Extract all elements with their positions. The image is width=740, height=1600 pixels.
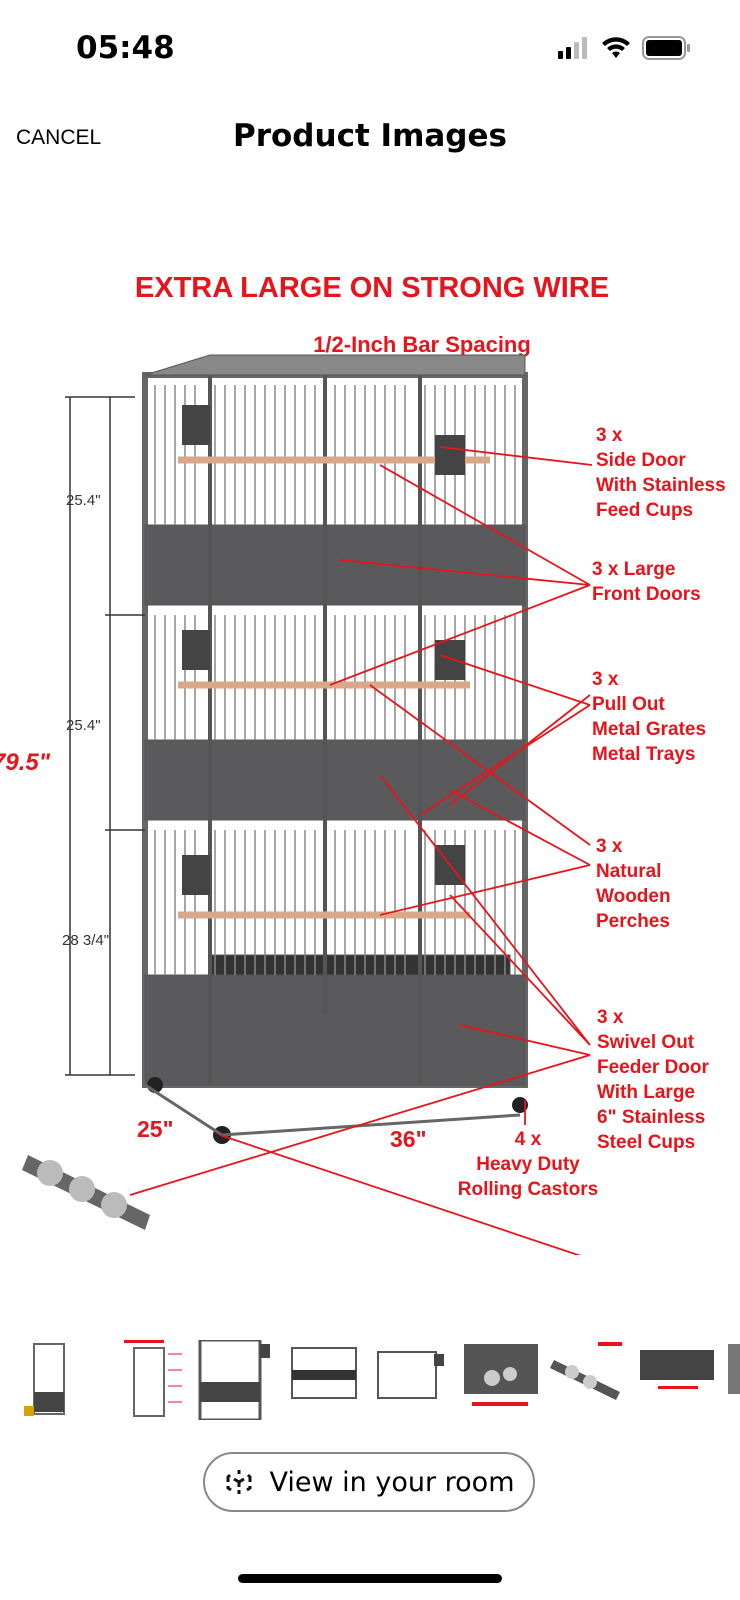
thumbnail-3[interactable] [198, 1340, 276, 1420]
dim-tier3: 28 3/4" [62, 932, 109, 949]
thumbnail-4[interactable] [286, 1340, 364, 1420]
dim-tier2: 25.4" [66, 717, 101, 734]
image-headline: EXTRA LARGE ON STRONG WIRE [135, 272, 609, 304]
thumbnail-2[interactable] [110, 1340, 188, 1420]
main-product-image[interactable]: EXTRA LARGE ON STRONG WIRE 1/2-Inch Bar … [0, 255, 740, 1260]
cage-illustration [142, 354, 528, 1144]
view-in-your-room-button[interactable]: View in your room [203, 1452, 535, 1512]
cancel-button[interactable]: CANCEL [16, 126, 102, 149]
home-indicator[interactable] [238, 1574, 502, 1583]
status-time: 05:48 [76, 30, 175, 66]
thumbnail-8[interactable] [638, 1340, 716, 1420]
dim-depth: 25" [137, 1116, 174, 1142]
wifi-icon [602, 37, 630, 58]
dim-tier1: 25.4" [66, 492, 101, 509]
thumbnail-6[interactable] [462, 1340, 540, 1420]
thumbnail-5[interactable] [374, 1340, 452, 1420]
cellular-signal-icon [558, 37, 587, 59]
dim-total-height: 79.5" [0, 749, 51, 776]
view-in-your-room-label: View in your room [269, 1466, 515, 1498]
status-bar: 05:48 [0, 0, 740, 100]
dim-width: 36" [390, 1126, 427, 1152]
thumbnail-strip[interactable] [0, 1340, 740, 1420]
thumbnail-1[interactable] [22, 1340, 100, 1420]
thumbnail-9[interactable] [726, 1340, 740, 1420]
thumbnail-7[interactable] [550, 1340, 628, 1420]
page-title: Product Images [233, 118, 507, 154]
image-subheadline: 1/2-Inch Bar Spacing [313, 332, 531, 357]
ar-cube-icon [226, 1470, 251, 1494]
battery-icon [642, 36, 690, 60]
feeder-cups-illustration [22, 1155, 150, 1230]
